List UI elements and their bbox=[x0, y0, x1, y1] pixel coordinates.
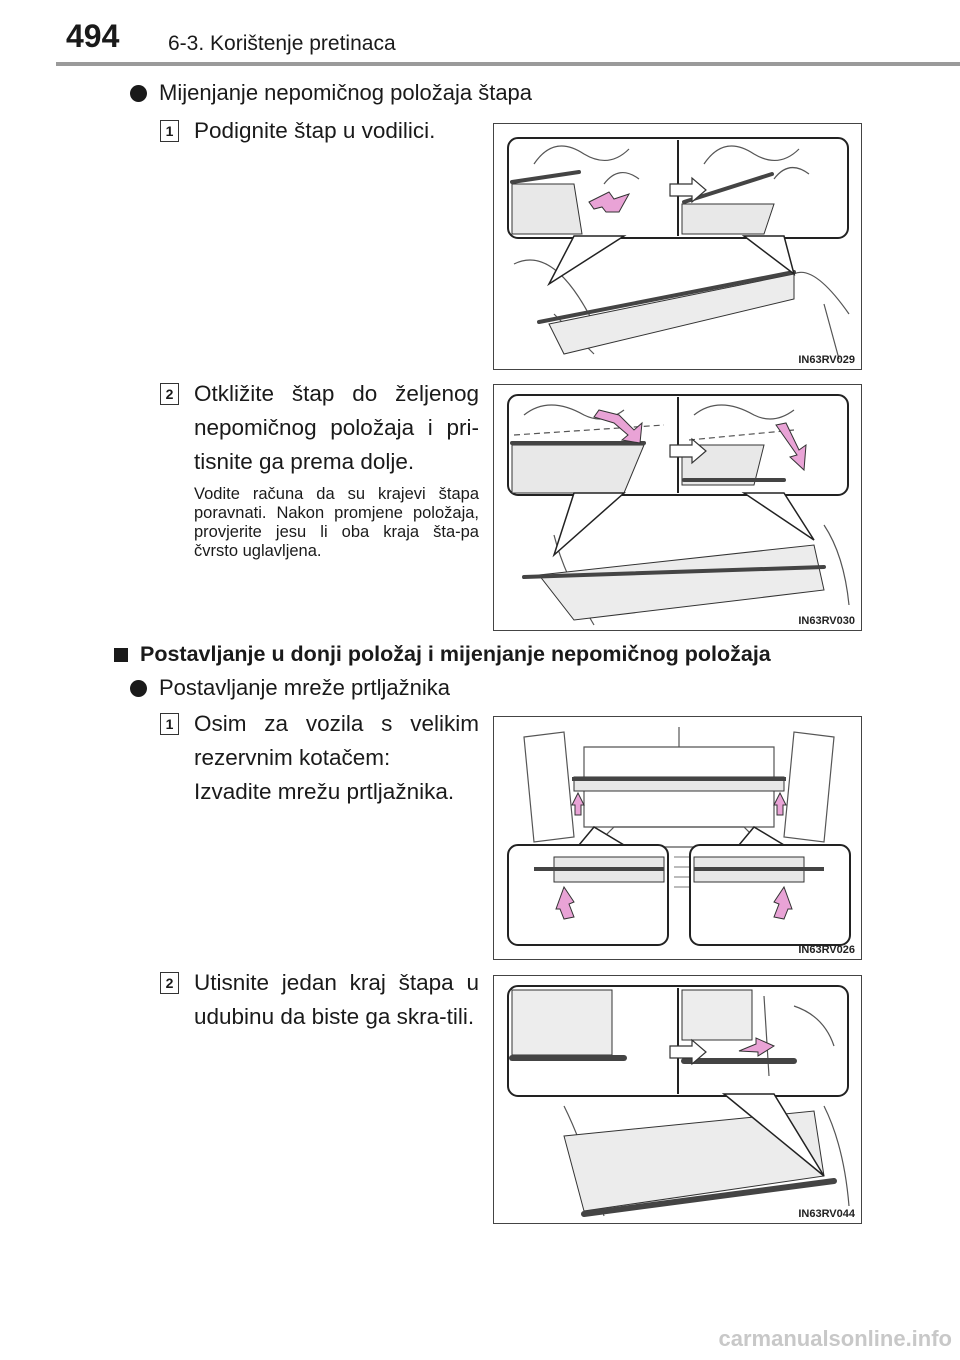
step-1b-text-line2: Izvadite mrežu prtljažnika. bbox=[194, 779, 455, 804]
step-number-1: 1 bbox=[160, 120, 179, 142]
subheading-2-text: Postavljanje mreže prtljažnika bbox=[159, 675, 451, 700]
bullet-dot-icon bbox=[130, 679, 147, 697]
illustration-remove-net bbox=[507, 727, 851, 946]
header-rule bbox=[56, 62, 960, 66]
step-number-2b: 2 bbox=[160, 972, 179, 994]
step-2-text: Otkližite štap do željenog nepomičnog po… bbox=[194, 381, 479, 474]
figure-code: IN63RV029 bbox=[798, 354, 855, 366]
step-2-note: Vodite računa da su krajevi štapa poravn… bbox=[194, 485, 479, 560]
figure-code: IN63RV030 bbox=[798, 615, 855, 627]
subheading-1-text: Mijenjanje nepomičnog položaja štapa bbox=[159, 80, 533, 105]
page-number: 494 bbox=[66, 18, 120, 54]
watermark: carmanualsonline.info bbox=[718, 1326, 953, 1351]
heading-2: Postavljanje u donji položaj i mijenjanj… bbox=[114, 642, 771, 667]
bullet-dot-icon bbox=[130, 84, 147, 102]
section-title: 6-3. Korištenje pretinaca bbox=[168, 32, 396, 55]
page-header: 494 6-3. Korištenje pretinaca bbox=[0, 0, 960, 66]
subheading-2: Postavljanje mreže prtljažnika bbox=[130, 675, 450, 701]
figure-in63rv029: IN63RV029 bbox=[493, 123, 862, 370]
illustration-shorten-rod bbox=[507, 985, 850, 1217]
subheading-1: Mijenjanje nepomičnog položaja štapa bbox=[130, 80, 532, 106]
figure-in63rv044: IN63RV044 bbox=[493, 975, 862, 1224]
step-1-text: Podignite štap u vodilici. bbox=[194, 118, 436, 143]
bullet-square-icon bbox=[114, 647, 128, 662]
figure-code: IN63RV044 bbox=[798, 1208, 855, 1220]
figure-in63rv026: IN63RV026 bbox=[493, 716, 862, 960]
figure-in63rv030: IN63RV030 bbox=[493, 384, 862, 631]
illustration-slide-rod bbox=[507, 394, 850, 626]
illustration-raise-rod bbox=[507, 137, 850, 360]
step-2b-text: Utisnite jedan kraj štapa u udubinu da b… bbox=[194, 970, 479, 1029]
figure-code: IN63RV026 bbox=[798, 944, 855, 956]
heading-2-text: Postavljanje u donji položaj i mijenjanj… bbox=[140, 642, 771, 666]
step-number-1b: 1 bbox=[160, 713, 179, 735]
step-number-2: 2 bbox=[160, 383, 179, 405]
step-1b-text-line1: Osim za vozila s velikim rezervnim kotač… bbox=[194, 711, 479, 770]
